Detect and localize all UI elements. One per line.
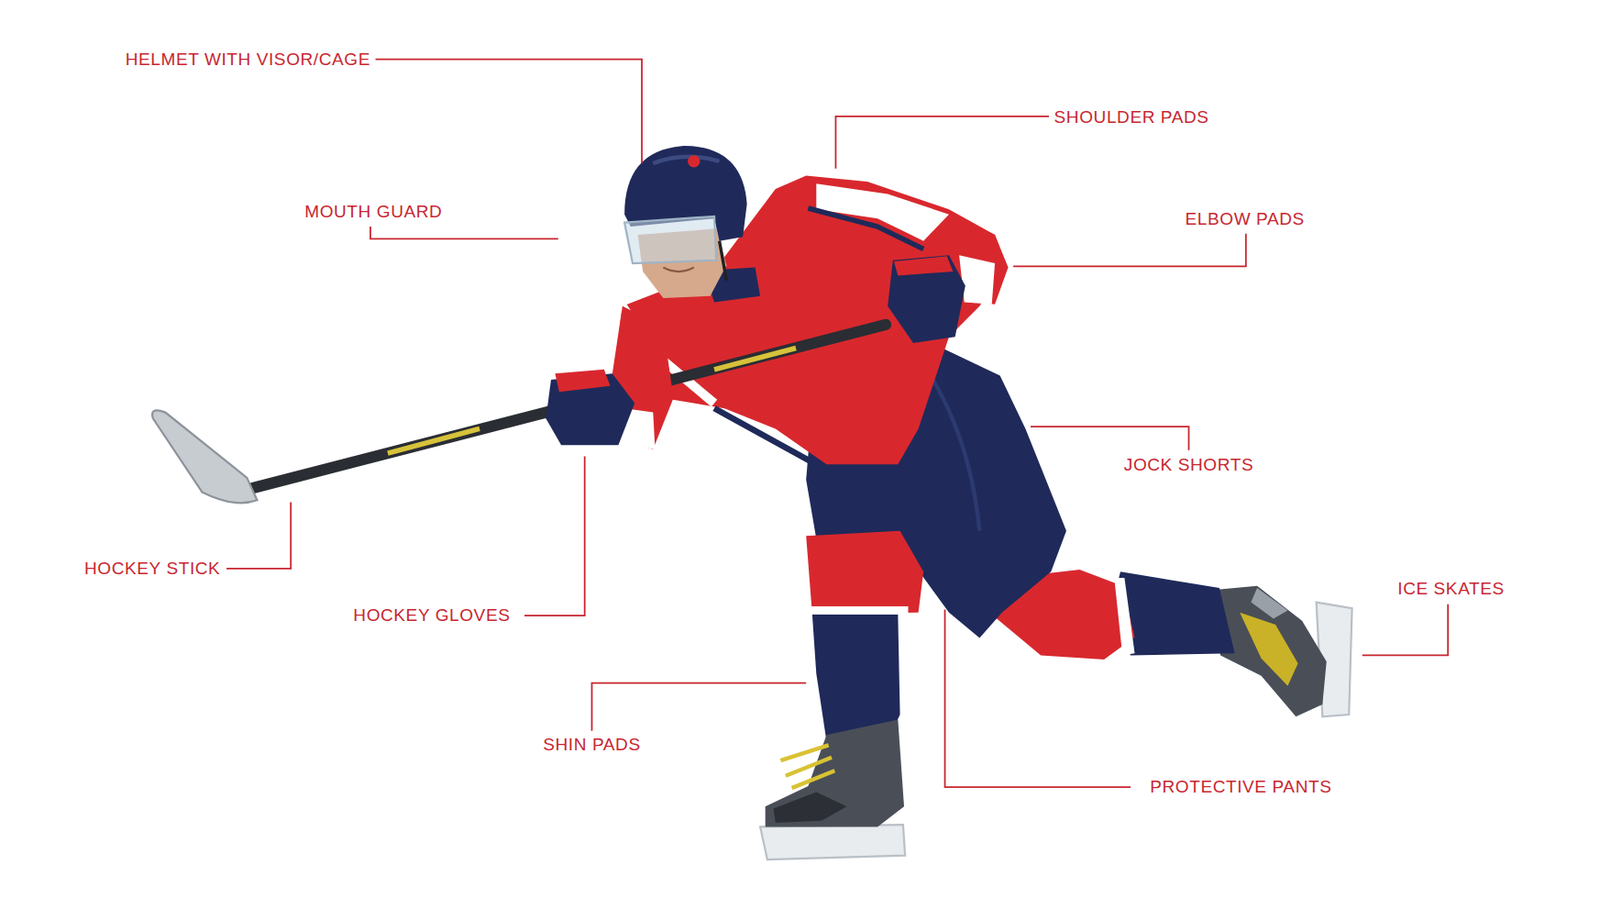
jersey-shape <box>612 175 1007 464</box>
player-figure <box>152 145 1353 860</box>
leader-lines-shape <box>945 608 1132 787</box>
front-skate-shape <box>773 792 848 823</box>
part-label: HELMET WITH VISOR/CAGE <box>125 49 371 70</box>
leader-lines-shape <box>591 683 806 731</box>
helmet-shape <box>652 156 719 164</box>
part-label: ICE SKATES <box>1397 578 1505 599</box>
part-label: HOCKEY STICK <box>84 558 221 579</box>
leader-lines-shape <box>375 59 642 165</box>
part-label: ELBOW PADS <box>1185 209 1305 230</box>
back-leg-shape <box>1110 571 1236 655</box>
jersey-shape <box>816 183 949 241</box>
leader-lines-shape <box>835 116 1049 169</box>
helmet <box>624 145 748 281</box>
front-skate-shape <box>780 744 835 788</box>
leader-lines-shape <box>1013 233 1247 267</box>
front-skate-shape <box>765 719 905 828</box>
neck-and-face-shape <box>662 267 694 272</box>
jersey <box>612 175 1007 464</box>
part-label: SHOULDER PADS <box>1054 107 1210 128</box>
front-leg <box>805 530 924 741</box>
helmet-shape <box>687 154 700 167</box>
hockey-stick-shape <box>152 409 257 503</box>
far-arm-shape <box>959 254 995 304</box>
far-arm <box>887 214 1008 343</box>
front-skate-shape <box>760 824 905 860</box>
jersey-shape <box>807 208 924 250</box>
hockey-stick-shape <box>253 324 886 488</box>
leader-lines <box>226 59 1448 787</box>
leader-lines-shape <box>370 226 559 239</box>
front-leg-shape <box>810 606 909 615</box>
leader-lines-shape <box>1362 604 1448 656</box>
hockey-stick <box>152 324 886 503</box>
part-label: MOUTH GUARD <box>304 201 442 222</box>
near-arm <box>545 306 674 450</box>
back-skate-shape <box>1239 612 1298 686</box>
part-label: JOCK SHORTS <box>1124 454 1254 475</box>
far-arm-shape <box>893 255 954 276</box>
back-leg-shape <box>1114 577 1135 656</box>
part-label: SHIN PADS <box>542 734 640 755</box>
front-leg-shape <box>805 530 924 615</box>
front-skate <box>760 719 905 860</box>
jersey-shape <box>714 408 817 464</box>
back-skate-shape <box>1250 587 1288 618</box>
helmet-shape <box>719 241 728 281</box>
near-arm-shape <box>554 369 610 392</box>
part-label: HOCKEY GLOVES <box>353 605 510 626</box>
helmet-shape <box>624 216 717 264</box>
leader-lines-shape <box>524 455 585 616</box>
leader-lines-shape <box>226 502 291 569</box>
hockey-stick-shape <box>387 347 796 453</box>
leader-lines-shape <box>1030 426 1189 451</box>
part-label: PROTECTIVE PANTS <box>1149 776 1332 797</box>
far-arm-shape <box>887 254 966 343</box>
